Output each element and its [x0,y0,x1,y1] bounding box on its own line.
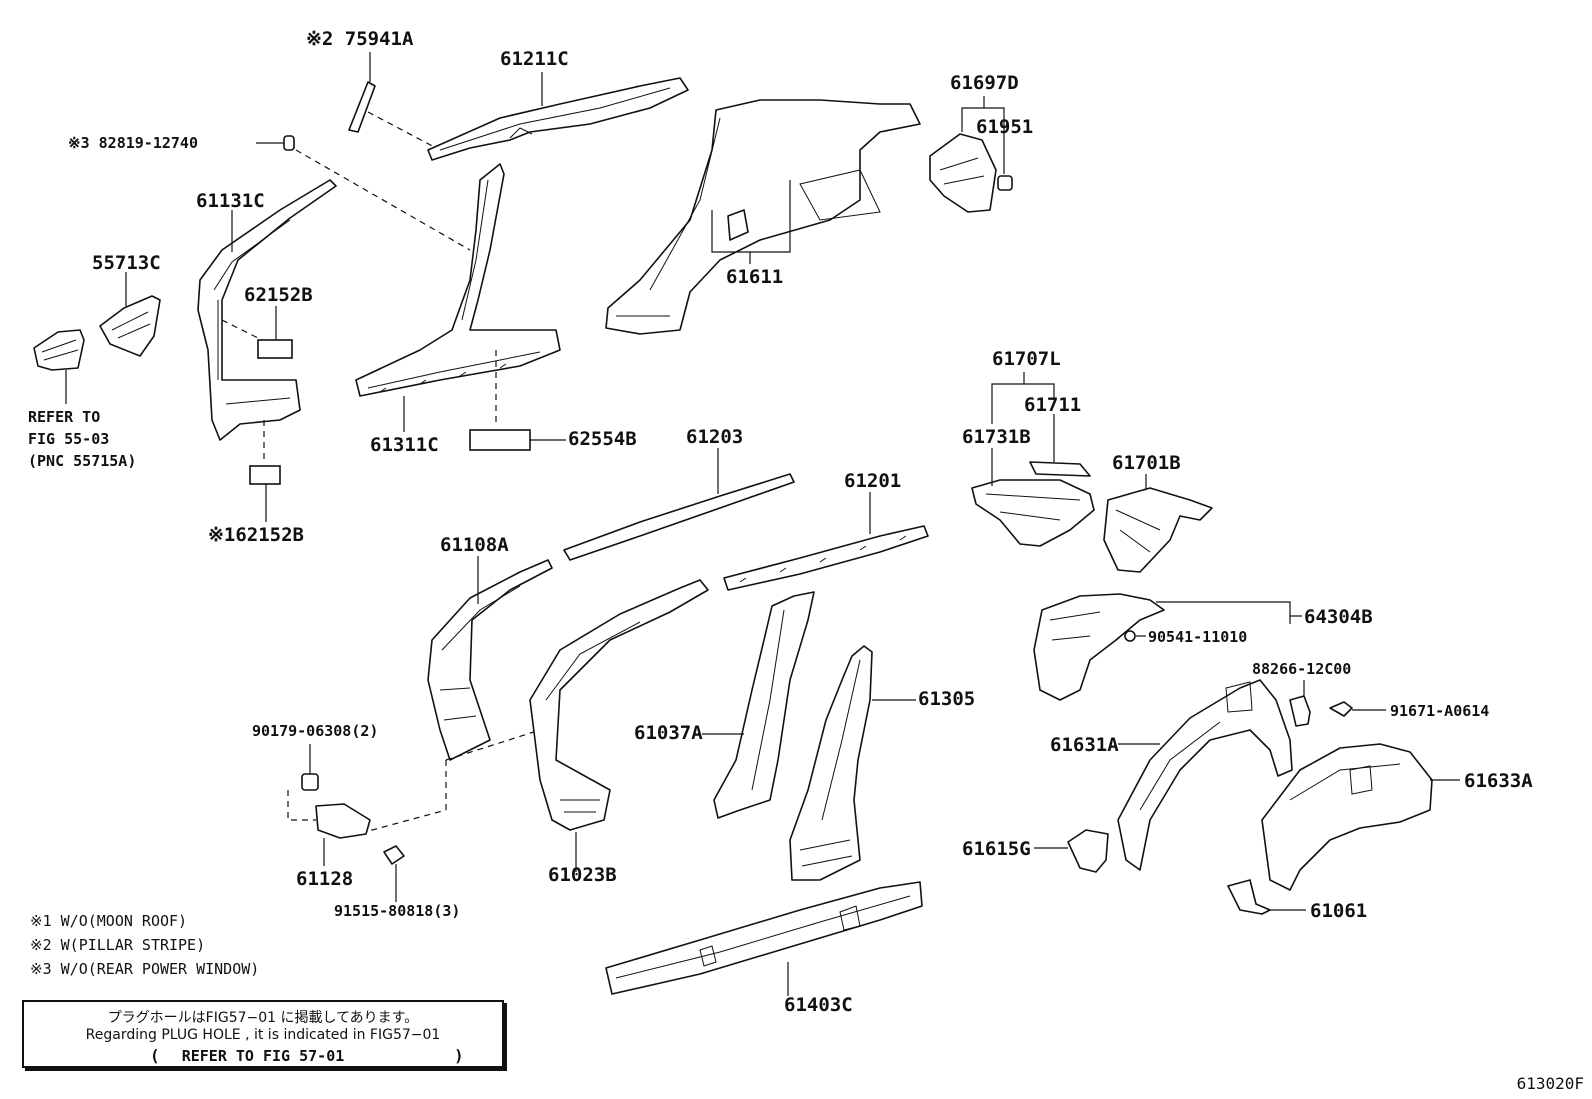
label-61061: 61061 [1310,900,1368,922]
label-61711: 61711 [1024,394,1082,416]
label-61023b: 61023B [548,864,617,886]
label-refer-to: REFER TO [28,408,101,426]
part-91671-a0614 [1329,701,1386,717]
part-90541-11010 [1124,630,1146,642]
plug-hole-note-box: プラグホールはFIG57−01 に掲載してあります。 Regarding PLU… [22,1000,504,1068]
part-64304b [1033,593,1302,701]
note-english: Regarding PLUG HOLE , it is indicated in… [85,1027,441,1043]
part-61305 [789,645,916,881]
note-refer-link[interactable]: REFER TO FIG 57-01 [181,1047,345,1065]
label-62152b-1: ※162152B [208,524,304,546]
part-61037a [702,591,815,819]
label-61211c: 61211C [500,48,569,70]
label-61633a: 61633A [1464,770,1533,792]
label-61128: 61128 [296,868,354,890]
footnote-1: ※1 W/O(MOON ROOF) [30,912,188,930]
label-88266-12c00: 88266-12C00 [1252,660,1352,678]
part-62152b [257,306,293,359]
part-75941a [348,52,376,133]
part-61611 [605,99,921,335]
part-61615g [1034,829,1109,873]
label-61615g: 61615G [962,838,1031,860]
label-90541-11010: 90541-11010 [1148,628,1248,646]
figure-code: 613020F [1516,1074,1584,1093]
label-61611: 61611 [726,266,784,288]
part-61697d [929,96,1005,213]
note-paren-close: ) [454,1046,464,1065]
label-61707l: 61707L [992,348,1061,370]
label-91671-a0614: 91671-A0614 [1390,702,1490,720]
part-61951 [997,175,1013,191]
label-62152b: 62152B [244,284,313,306]
footnote-2: ※2 W(PILLAR STRIPE) [30,936,206,954]
label-61731b: 61731B [962,426,1031,448]
label-61697d: 61697D [950,72,1019,94]
footnote-3: ※3 W/O(REAR POWER WINDOW) [30,960,260,978]
label-61311c: 61311C [370,434,439,456]
part-61131c [197,179,337,441]
part-61061 [1227,879,1306,915]
part-55715a [33,329,85,404]
part-62152b-1 [249,465,281,522]
label-61403c: 61403C [784,994,853,1016]
label-61951: 61951 [976,116,1034,138]
part-61128 [315,803,371,866]
label-64304b: 64304B [1304,606,1373,628]
note-japanese: プラグホールはFIG57−01 に掲載してあります。 [107,1010,419,1026]
label-61701b: 61701B [1112,452,1181,474]
part-61023b [529,579,709,872]
label-91515-80818: 91515-80818(3) [334,902,461,920]
label-82819-12740: ※3 82819-12740 [68,134,198,152]
label-61305: 61305 [918,688,976,710]
label-61108a: 61108A [440,534,509,556]
part-61403c [605,881,923,996]
label-61131c: 61131C [196,190,265,212]
part-61631a [1117,679,1293,871]
label-61201: 61201 [844,470,902,492]
part-91515-80818 [383,845,405,902]
part-62554b [469,429,566,451]
part-90179-06308 [301,744,319,791]
part-61701b [1103,474,1213,573]
part-61633a [1261,743,1460,891]
part-82819-12740 [256,135,295,151]
part-61203 [563,448,795,561]
part-88266-12c00 [1289,680,1311,727]
label-refer-pnc: (PNC 55715A) [28,452,137,470]
leader-90179 [287,790,316,821]
label-55713c: 55713C [92,252,161,274]
leader-61707l [991,383,1055,424]
label-refer-fig: FIG 55-03 [28,430,110,448]
part-61731b [971,448,1095,547]
label-62554b: 62554B [568,428,637,450]
note-paren-open: ( [150,1046,160,1065]
part-61201 [723,492,929,591]
part-61108a [427,556,553,761]
part-55713c [99,272,161,357]
part-61711 [1029,414,1091,477]
label-61037a: 61037A [634,722,703,744]
part-61311c [355,163,561,432]
part-61211c [427,72,689,161]
label-61631a: 61631A [1050,734,1119,756]
label-90179-06308: 90179-06308(2) [252,722,379,740]
label-75941a: ※2 75941A [306,28,414,50]
label-61203: 61203 [686,426,744,448]
